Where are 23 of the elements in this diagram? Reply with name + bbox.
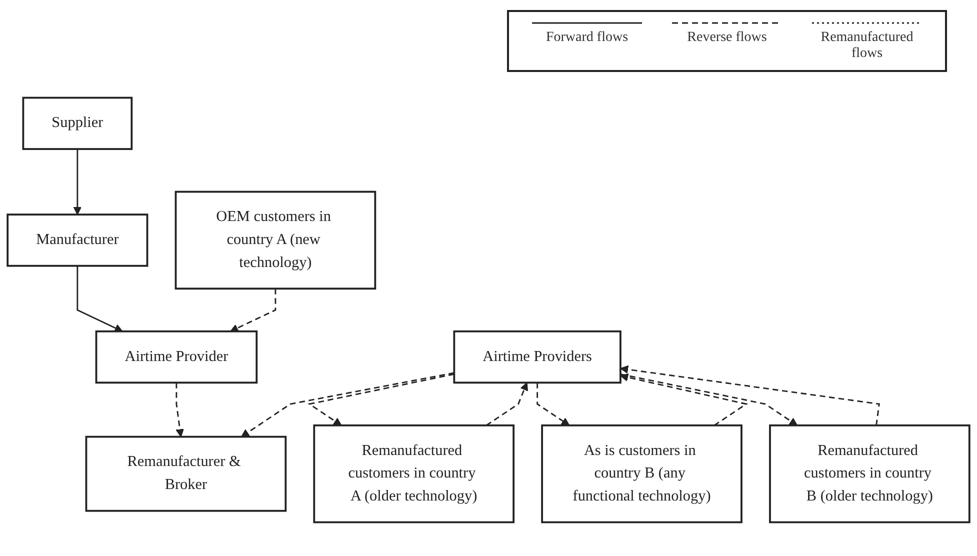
legend-text: Remanufactured flows <box>820 30 914 62</box>
legend-text: Reverse flows <box>687 30 767 46</box>
node-box: OEM customers in country A (new technology) <box>174 190 376 290</box>
arrow <box>620 373 748 426</box>
legend-text: Forward flows <box>546 30 628 46</box>
arrow <box>73 149 82 215</box>
arrow <box>620 365 880 426</box>
arrow <box>308 373 454 426</box>
arrow <box>486 382 528 426</box>
arrow <box>620 373 798 426</box>
node-box: As is customers in country B (any functional technology) <box>541 424 742 524</box>
node-box: Supplier <box>22 96 133 150</box>
arrow <box>176 382 184 438</box>
node-box: Airtime Provider <box>95 330 258 384</box>
arrow <box>230 288 276 332</box>
node-box: Airtime Providers <box>453 330 622 384</box>
arrow <box>536 382 570 426</box>
arrow <box>241 372 454 438</box>
node-box: Manufacturer <box>6 214 148 267</box>
arrow <box>76 266 123 332</box>
node-box: Remanufactured customers in country B (older technology) <box>769 424 970 524</box>
node-box: Remanufacturer & Broker <box>85 436 287 512</box>
node-box: Remanufactured customers in country A (older technology) <box>313 424 515 524</box>
